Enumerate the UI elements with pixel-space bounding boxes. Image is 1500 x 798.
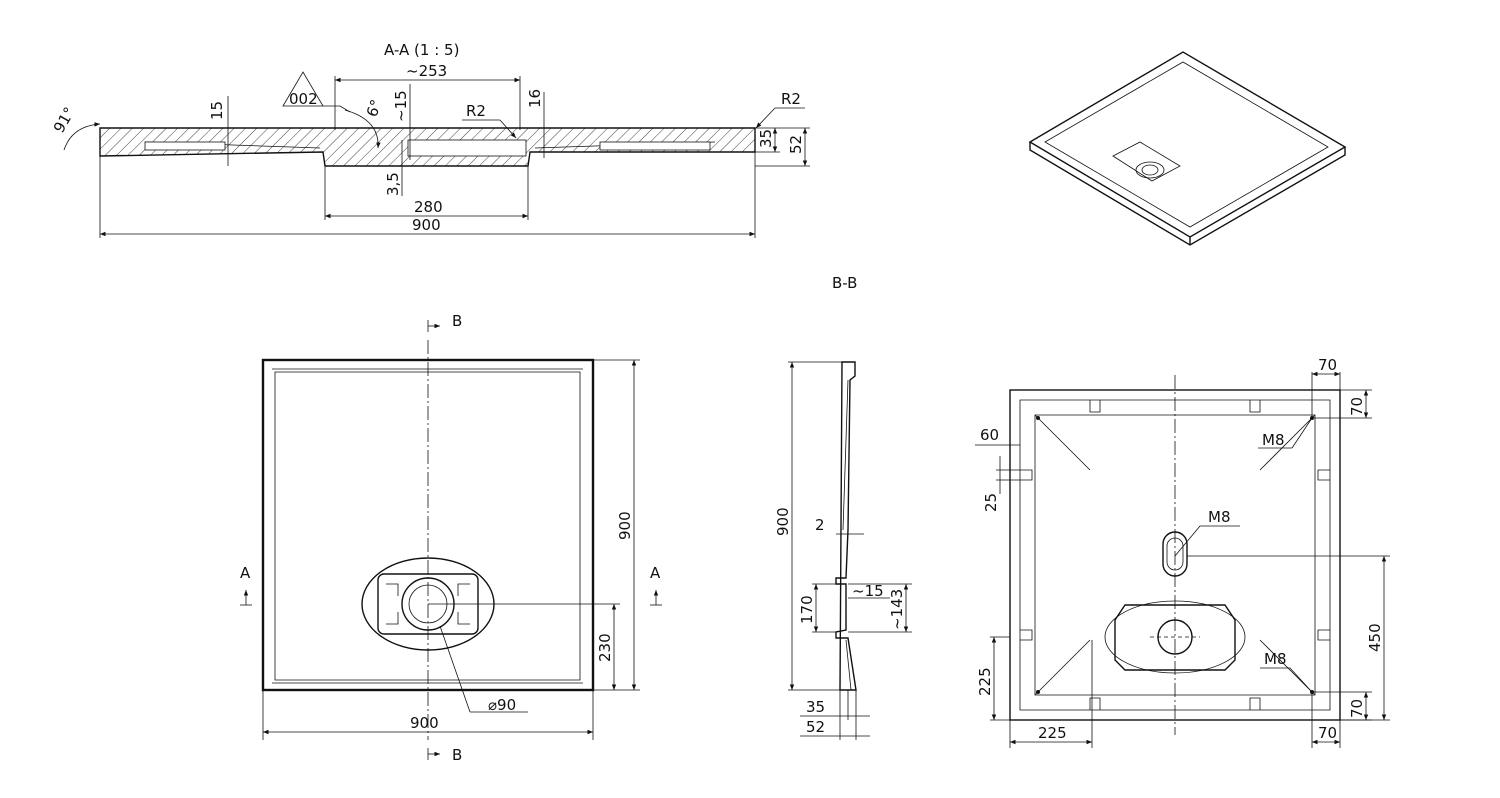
dim-143: ~143 (888, 589, 906, 630)
marker-a-left: A (240, 564, 251, 582)
dim-900-section: 900 (412, 216, 441, 234)
bottom-view: 70 70 60 M8 25 M8 450 M8 225 70 (975, 356, 1390, 748)
dim-900-b: 900 (774, 507, 792, 536)
dim-70-top: 70 (1318, 356, 1337, 374)
radius-left: R2 (466, 102, 486, 120)
dim-280: 280 (414, 198, 443, 216)
top-view: B B A A 900 900 230 ⌀90 (240, 312, 662, 764)
dim-70-right-bottom: 70 (1348, 699, 1366, 718)
dim-225-horiz: 225 (1038, 724, 1067, 742)
marker-a-right: A (650, 564, 661, 582)
dim-52-section: 52 (787, 135, 805, 154)
section-b-title: B-B (832, 274, 857, 292)
dim-16: 16 (526, 89, 544, 108)
dim-225-vert: 225 (976, 667, 994, 696)
section-b-b: 900 2 170 ~15 ~143 35 52 (774, 361, 912, 740)
dim-900-height: 900 (616, 511, 634, 540)
section-a-a: A-A (1 : 5) 900 280 ~253 15 002 6° ~15 R… (50, 41, 810, 238)
dim-253: ~253 (406, 62, 447, 80)
roughness-symbol (282, 71, 351, 113)
angle-91: 91° (50, 104, 79, 136)
angle-6: 6° (363, 97, 386, 119)
dim-25: 25 (982, 493, 1000, 512)
dim-52-b: 52 (806, 718, 825, 736)
dim-70-right-top: 70 (1348, 397, 1366, 416)
dim-35-section: 35 (757, 129, 775, 148)
dim-230: 230 (596, 633, 614, 662)
radius-right: R2 (781, 90, 801, 108)
marker-b-top: B (452, 312, 462, 330)
label-m8-center: M8 (1208, 508, 1231, 526)
dim-15-mid: ~15 (392, 90, 410, 122)
roughness-value: 002 (289, 90, 318, 108)
dim-70-bottom: 70 (1318, 724, 1337, 742)
label-m8-top: M8 (1262, 431, 1285, 449)
dim-15-left: 15 (208, 101, 226, 120)
dim-900-width: 900 (410, 714, 439, 732)
label-m8-bottom: M8 (1264, 650, 1287, 668)
dim-diameter: ⌀90 (488, 696, 516, 714)
dim-35-b: 35 (806, 698, 825, 716)
isometric-view (1028, 51, 1347, 246)
dim-450: 450 (1366, 623, 1384, 652)
dim-60: 60 (980, 426, 999, 444)
dim-2: 2 (815, 516, 825, 534)
section-a-title: A-A (1 : 5) (384, 41, 459, 59)
dim-3-5: 3,5 (384, 172, 402, 196)
marker-b-bottom: B (452, 746, 462, 764)
dim-170: 170 (798, 595, 816, 624)
dim-15-b: ~15 (852, 582, 884, 600)
